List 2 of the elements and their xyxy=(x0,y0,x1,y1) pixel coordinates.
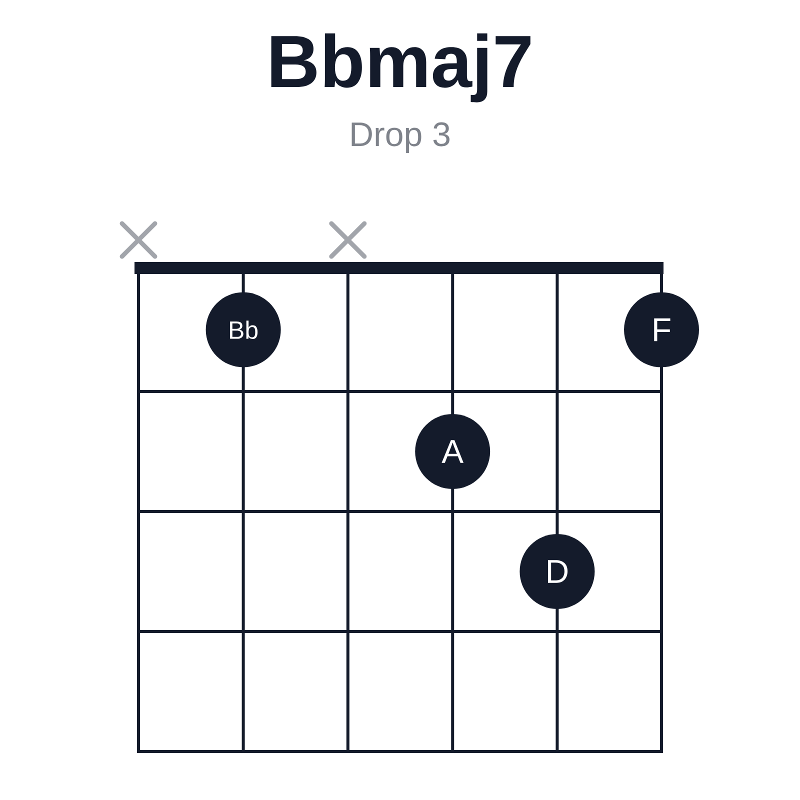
chord-title: Bbmaj7 xyxy=(271,33,530,102)
subtitle: Drop 3 xyxy=(352,122,450,154)
